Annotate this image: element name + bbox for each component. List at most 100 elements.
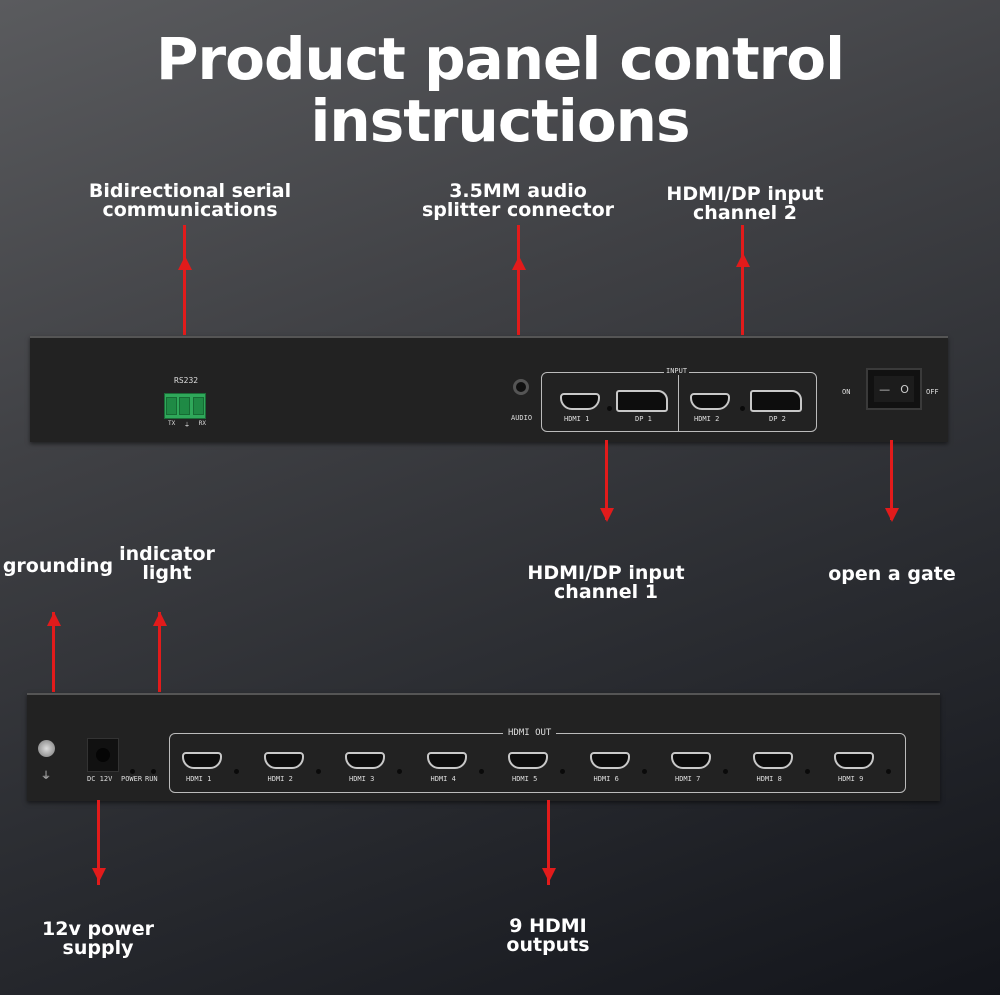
switch-off-label: OFF bbox=[926, 388, 939, 396]
page-title: Product panel control instructions bbox=[0, 28, 1000, 152]
hdmi-output-port[interactable] bbox=[834, 752, 874, 769]
label-outputs: 9 HDMI outputs bbox=[506, 917, 589, 955]
label-line: channel 2 bbox=[693, 202, 797, 224]
label-line: communications bbox=[102, 199, 278, 221]
hdmi-input-1-port[interactable] bbox=[560, 393, 600, 410]
output-group-label: HDMI OUT bbox=[503, 728, 557, 738]
hdmi-output-port[interactable] bbox=[752, 752, 793, 769]
ground-screw[interactable] bbox=[38, 740, 55, 757]
label-line: 9 HDMI bbox=[509, 915, 587, 937]
audio-label: AUDIO bbox=[511, 414, 533, 422]
indicator-dot bbox=[607, 406, 612, 411]
front-panel: RS232 TX ⏚ RX AUDIO INPUT HDMI 1 DP 1 HD… bbox=[30, 336, 948, 442]
label-input2: HDMI/DP input channel 2 bbox=[666, 185, 823, 223]
ground-icon: ⏚ bbox=[41, 771, 51, 782]
hdmi-output-port[interactable] bbox=[345, 752, 385, 769]
label-input1: HDMI/DP input channel 1 bbox=[527, 564, 684, 602]
label-line: channel 1 bbox=[554, 581, 658, 603]
port-label: HDMI 6 bbox=[593, 775, 619, 783]
label-line: Bidirectional serial bbox=[88, 180, 292, 202]
indicator-dot bbox=[397, 769, 402, 774]
hdmi-output-port[interactable] bbox=[589, 752, 630, 769]
indicator-dot bbox=[478, 769, 484, 774]
pointer-line bbox=[97, 800, 100, 885]
terminal-pin bbox=[192, 397, 204, 415]
rs232-pin-labels: TX ⏚ RX bbox=[168, 420, 206, 429]
pointer-line bbox=[158, 612, 161, 692]
indicator-dot bbox=[234, 769, 239, 774]
switch-on-label: ON bbox=[842, 388, 851, 396]
label-line: grounding bbox=[2, 555, 114, 577]
arrow-down-icon bbox=[599, 508, 614, 522]
label-line: HDMI/DP input bbox=[666, 183, 824, 205]
label-line: indicator bbox=[119, 543, 215, 565]
arrow-up-icon bbox=[735, 253, 750, 267]
indicator-dot bbox=[804, 769, 810, 774]
label-line: HDMI/DP input bbox=[527, 562, 685, 584]
pointer-line bbox=[517, 225, 520, 335]
title-line-1: Product panel control bbox=[156, 25, 845, 93]
label-rs232: Bidirectional serial communications bbox=[89, 182, 291, 220]
pin-label-tx: TX bbox=[168, 420, 176, 427]
port-label: DP 1 bbox=[635, 415, 652, 423]
arrow-up-icon bbox=[46, 612, 61, 626]
run-led bbox=[151, 769, 156, 774]
title-line-2: instructions bbox=[310, 87, 691, 155]
terminal-pin bbox=[166, 397, 178, 415]
label-line: 12v power bbox=[42, 918, 154, 940]
label-line: splitter connector bbox=[422, 199, 614, 221]
label-line: 3.5MM audio bbox=[449, 180, 587, 202]
label-grounding: grounding bbox=[3, 557, 113, 576]
label-audio: 3.5MM audio splitter connector bbox=[422, 182, 614, 220]
rs232-label: RS232 bbox=[174, 376, 199, 385]
label-line: light bbox=[142, 562, 192, 584]
port-label: HDMI 7 bbox=[675, 775, 701, 783]
switch-off-symbol: O bbox=[900, 382, 909, 396]
label-power: 12v power supply bbox=[42, 920, 154, 958]
pointer-line bbox=[183, 225, 186, 335]
pointer-line bbox=[890, 440, 893, 520]
dc-power-jack[interactable] bbox=[87, 738, 119, 772]
hdmi-input-2-port[interactable] bbox=[690, 393, 730, 410]
arrow-up-icon bbox=[177, 256, 192, 270]
arrow-up-icon bbox=[511, 256, 526, 270]
pointer-line bbox=[741, 225, 744, 335]
arrow-up-icon bbox=[152, 612, 167, 626]
arrow-down-icon bbox=[541, 868, 556, 882]
hdmi-output-port[interactable] bbox=[182, 752, 222, 769]
dp-input-1-port[interactable] bbox=[616, 390, 668, 412]
label-line: open a gate bbox=[828, 563, 956, 585]
input-group-label: INPUT bbox=[664, 367, 690, 375]
label-indicator: indicator light bbox=[119, 545, 215, 583]
hdmi-output-port[interactable] bbox=[263, 752, 304, 769]
port-label: HDMI 8 bbox=[756, 775, 782, 783]
indicator-dot bbox=[740, 406, 745, 411]
label-switch: open a gate bbox=[828, 565, 956, 584]
pin-label-rx: RX bbox=[198, 420, 206, 427]
port-label: HDMI 1 bbox=[564, 415, 590, 423]
indicator-dot bbox=[723, 769, 728, 774]
power-led-label: POWER bbox=[121, 775, 143, 783]
terminal-pin bbox=[179, 397, 191, 415]
port-label: HDMI 1 bbox=[186, 775, 212, 783]
power-switch[interactable]: — O bbox=[866, 368, 922, 410]
pointer-line bbox=[605, 440, 608, 520]
hdmi-output-port[interactable] bbox=[426, 752, 467, 769]
rs232-connector[interactable] bbox=[164, 393, 206, 419]
switch-rocker: — O bbox=[874, 376, 914, 402]
port-label: HDMI 2 bbox=[694, 415, 720, 423]
divider bbox=[678, 372, 679, 432]
label-line: supply bbox=[62, 937, 134, 959]
hdmi-output-port[interactable] bbox=[508, 752, 548, 769]
switch-on-symbol: — bbox=[879, 382, 891, 396]
audio-jack[interactable] bbox=[513, 379, 529, 395]
dp-input-2-port[interactable] bbox=[750, 390, 802, 412]
port-label: HDMI 4 bbox=[430, 775, 456, 783]
indicator-dot bbox=[315, 769, 321, 774]
hdmi-output-port[interactable] bbox=[671, 752, 711, 769]
run-led-label: RUN bbox=[145, 775, 158, 783]
indicator-dot bbox=[886, 769, 891, 774]
port-label: HDMI 5 bbox=[512, 775, 538, 783]
pointer-line bbox=[547, 800, 550, 885]
label-line: outputs bbox=[506, 934, 590, 956]
